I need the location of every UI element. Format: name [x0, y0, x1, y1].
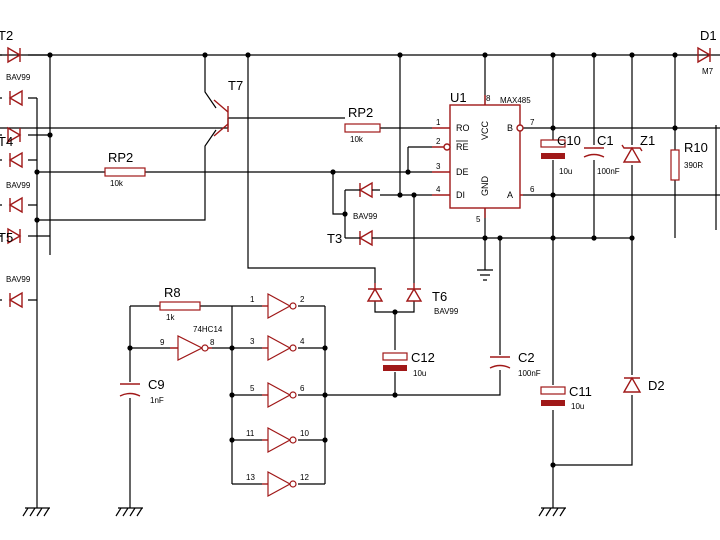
capacitor-c1: C1 100nF [583, 133, 620, 176]
rp2-top-ref: RP2 [348, 105, 373, 120]
c1-value: 100nF [597, 167, 620, 176]
r8-value: 1k [166, 313, 175, 322]
u1-pin-num-6: 6 [530, 185, 535, 194]
u1-pin-num-8: 8 [486, 94, 491, 103]
diode-d2: D2 [622, 376, 665, 393]
t2-value: BAV99 [6, 73, 31, 82]
u1-pin-num-3: 3 [436, 162, 441, 171]
r10-ref: R10 [684, 140, 708, 155]
c11-value: 10u [571, 402, 584, 411]
t6-value: BAV99 [434, 307, 459, 316]
t4-ref: T4 [0, 134, 13, 149]
u1-pin-vcc: VCC [480, 120, 490, 140]
resistor-rp2-left: RP2 10k [104, 150, 146, 188]
t3-ref: T3 [327, 231, 342, 246]
resistor-r8: R8 1k [159, 285, 201, 322]
inv-4-in-pin: 11 [246, 429, 255, 438]
capacitor-c11: C11 10u [540, 384, 592, 411]
t5-ref: T5 [0, 230, 13, 245]
u1-value: MAX485 [500, 96, 531, 105]
diode-t3: BAV99 T3 [327, 181, 380, 247]
inv-3-out-pin: 6 [300, 384, 305, 393]
ground-icon [538, 507, 566, 517]
capacitor-c9: C9 1nF [119, 377, 165, 405]
u1-pin-num-1: 1 [436, 118, 441, 127]
inv-1-out-pin: 2 [300, 295, 305, 304]
t6-ref: T6 [432, 289, 447, 304]
diode-t2: T2 BAV99 [0, 28, 31, 107]
ground-symbols [22, 269, 566, 517]
u1-pin-re: RE [456, 142, 469, 152]
u1-pin-de: DE [456, 167, 469, 177]
t4-value: BAV99 [6, 181, 31, 190]
capacitor-c2: C2 100nF [489, 350, 541, 378]
c2-value: 100nF [518, 369, 541, 378]
d2-ref: D2 [648, 378, 665, 393]
c10-ref: C10 [557, 133, 581, 148]
ground-icon [115, 507, 143, 517]
resistor-rp2-top: RP2 10k [344, 105, 381, 144]
wires [0, 54, 720, 508]
c12-value: 10u [413, 369, 426, 378]
inv-5-out-pin: 12 [300, 473, 309, 482]
c9-ref: C9 [148, 377, 165, 392]
rp2-left-ref: RP2 [108, 150, 133, 165]
u1-pin-num-7: 7 [530, 118, 535, 127]
ic-74hc14-label: 74HC14 [193, 325, 223, 334]
inv-1-in-pin: 1 [250, 295, 255, 304]
inv-3-in-pin: 5 [250, 384, 255, 393]
u1-ref: U1 [450, 90, 467, 105]
capacitor-c12: C12 10u [382, 350, 435, 378]
inv-0-in-pin: 9 [160, 338, 165, 347]
rp2-left-value: 10k [110, 179, 124, 188]
c11-ref: C11 [569, 384, 592, 399]
t7-ref: T7 [228, 78, 243, 93]
c9-value: 1nF [150, 396, 164, 405]
c2-ref: C2 [518, 350, 535, 365]
inv-5-in-pin: 13 [246, 473, 255, 482]
inv-2-out-pin: 4 [300, 337, 305, 346]
r10-value: 390R [684, 161, 703, 170]
t5-value: BAV99 [6, 275, 31, 284]
d1-value: M7 [702, 67, 714, 76]
resistor-r10: R10 390R [670, 140, 708, 181]
junction-dots [34, 52, 678, 468]
u1-pin-gnd: GND [480, 176, 490, 197]
inv-0-out-pin: 8 [210, 338, 215, 347]
t2-ref: T2 [0, 28, 13, 43]
u1-pin-b: B [507, 123, 513, 133]
z1-ref: Z1 [640, 133, 655, 148]
d1-ref: D1 [700, 28, 717, 43]
t3-value: BAV99 [353, 212, 378, 221]
inverter-array-74hc14: 74HC14 9 8 1 2 3 4 5 6 11 10 13 12 [160, 292, 309, 498]
u1-pin-num-4: 4 [436, 185, 441, 194]
ground-icon [22, 507, 50, 517]
c12-ref: C12 [411, 350, 435, 365]
u1-pin-ro: RO [456, 123, 470, 133]
ground-icon [477, 269, 493, 281]
inv-4-out-pin: 10 [300, 429, 309, 438]
transistor-t7: T7 [213, 78, 243, 137]
inv-2-in-pin: 3 [250, 337, 255, 346]
rp2-top-value: 10k [350, 135, 364, 144]
u1-pin-a: A [507, 190, 513, 200]
diode-t6: T6 BAV99 [366, 283, 459, 316]
diode-t5: T5 BAV99 [0, 227, 31, 309]
c10-value: 10u [559, 167, 572, 176]
diode-d1: D1 M7 [697, 28, 717, 76]
c1-ref: C1 [597, 133, 614, 148]
u1-pin-num-2: 2 [436, 137, 441, 146]
r8-ref: R8 [164, 285, 181, 300]
u1-pin-num-5: 5 [476, 215, 481, 224]
diode-t4: T4 BAV99 [0, 126, 31, 214]
ic-u1-max485: U1 MAX485 RO RE DE DI B A VCC GND 1 2 3 … [432, 90, 535, 224]
u1-pin-di: DI [456, 190, 465, 200]
capacitor-c10: C10 10u [540, 133, 581, 176]
zener-z1: Z1 [621, 133, 655, 163]
